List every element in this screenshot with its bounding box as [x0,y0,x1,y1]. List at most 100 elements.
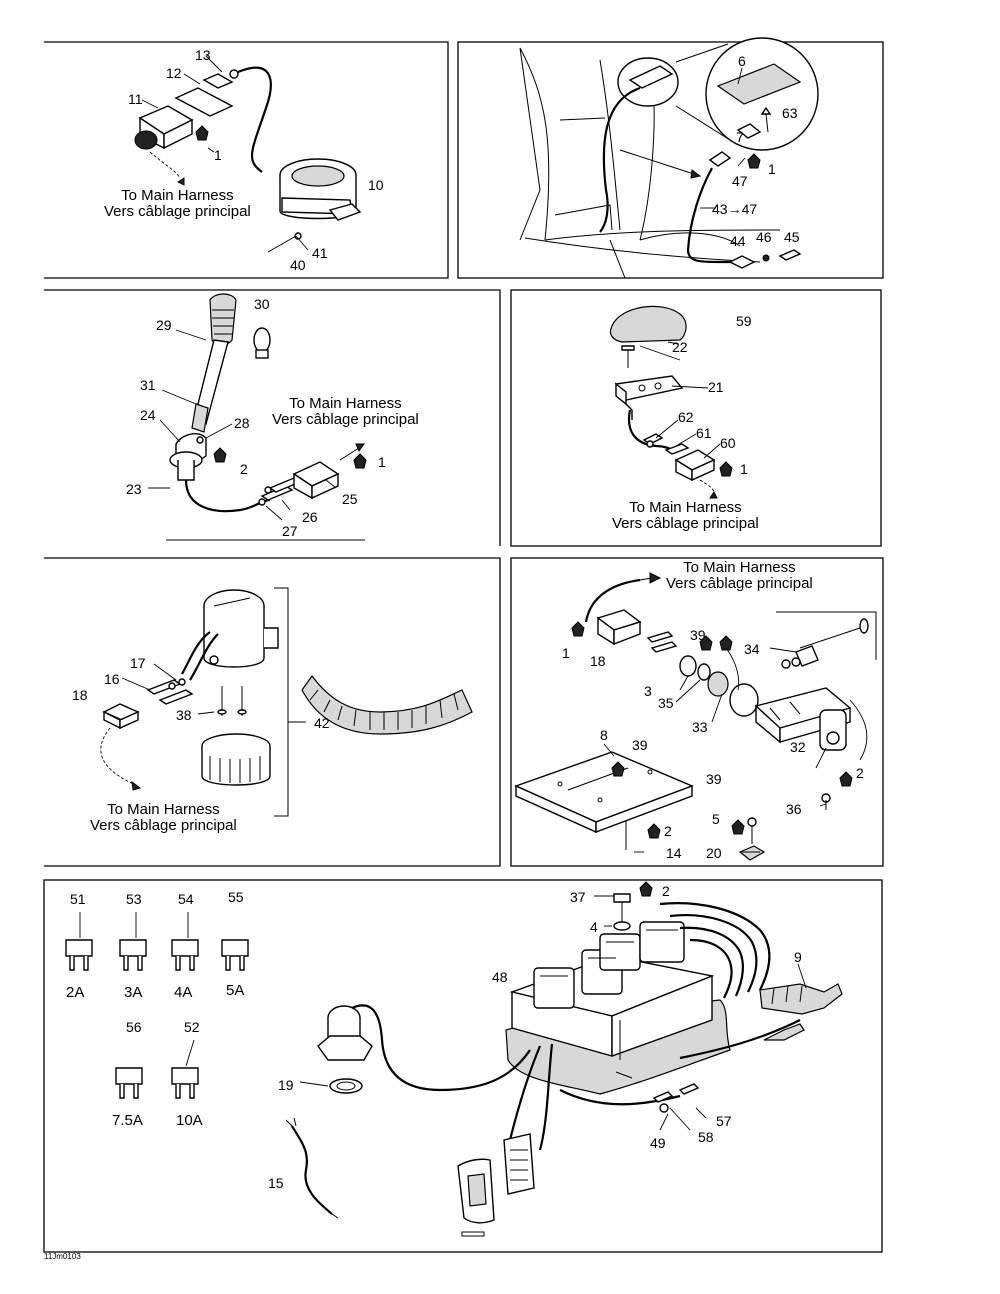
callout-47: 47 [732,173,748,189]
panel3-art [148,293,367,521]
callout-59: 59 [736,313,752,329]
callout-1-p4: 1 [740,461,748,477]
p4-harness-fr: Vers câblage principal [612,515,759,532]
p3-harness-label: To Main Harness Vers câblage principal [272,396,419,428]
p5-harness-en: To Main Harness [107,801,220,818]
callout-25: 25 [342,491,358,507]
callout-44: 44 [730,233,746,249]
callout-39-b: 39 [632,737,648,753]
callout-23: 23 [126,481,142,497]
panel7-art [65,881,843,1237]
callout-32: 32 [790,739,806,755]
callout-5: 5 [712,811,720,827]
callout-37: 37 [570,889,586,905]
callout-36: 36 [786,801,802,817]
fuse-number-52: 52 [184,1019,200,1035]
panel5-art [100,587,473,817]
callout-39-c: 39 [706,771,722,787]
callout-39-a: 39 [690,627,706,643]
callout-11: 11 [128,91,143,107]
p5-harness-fr: Vers câblage principal [90,817,237,834]
callout-2-p6a: 2 [856,765,864,781]
p1-harness-fr: Vers câblage principal [104,203,251,220]
panel4-art [609,305,733,499]
fuse-number-55: 55 [228,889,244,905]
callout-1: 1 [214,147,222,163]
callout-20: 20 [706,845,722,861]
panel-frames [43,41,884,1253]
callout-63: 63 [782,105,798,121]
fuse-number-54: 54 [178,891,194,907]
fuse-rating-10a: 10A [176,1112,203,1129]
callout-1-p3: 1 [378,454,386,470]
callout-1-p2: 1 [768,161,776,177]
callout-2-p7: 2 [662,883,670,899]
callout-31: 31 [140,377,156,393]
callout-29: 29 [156,317,172,333]
callout-42: 42 [314,715,330,731]
fuse-rating-7-5a: 7.5A [112,1112,143,1129]
callout-49: 49 [650,1135,666,1151]
callout-9: 9 [794,949,802,965]
callout-48: 48 [492,969,508,985]
callout-45: 45 [784,229,800,245]
drawing-code: 11Jm0103 [44,1252,81,1261]
panel-frame-p5 [44,557,501,867]
callout-14: 14 [666,845,682,861]
callout-18-p6: 18 [590,653,606,669]
callout-26: 26 [302,509,318,525]
p5-harness-label: To Main Harness Vers câblage principal [90,802,237,834]
panel-frame-p2 [457,41,884,279]
callout-2-p3: 2 [240,461,248,477]
callout-12: 12 [166,65,182,81]
callout-40: 40 [290,257,306,273]
callout-19: 19 [278,1077,294,1093]
panel6-art [514,572,877,861]
callout-1-p6: 1 [562,645,570,661]
callout-17: 17 [130,655,146,671]
callout-24: 24 [140,407,156,423]
callout-35: 35 [658,695,674,711]
panel1-art [134,55,362,253]
p3-harness-fr: Vers câblage principal [272,411,419,428]
callout-30: 30 [254,296,270,312]
p1-harness-label: To Main Harness Vers câblage principal [104,188,251,220]
fuse-rating-4a: 4A [174,984,193,1001]
callout-6: 6 [738,53,746,69]
fuse-icons [65,912,249,1099]
panel-frame-p3 [44,289,501,546]
callout-61: 61 [696,425,712,441]
fuse-rating-5a: 5A [226,982,245,999]
callout-13: 13 [195,47,211,63]
callout-28: 28 [234,415,250,431]
callout-58: 58 [698,1129,714,1145]
callout-3: 3 [644,683,652,699]
callout-18-p5: 18 [72,687,88,703]
callout-7: 7 [736,129,744,145]
callout-27: 27 [282,523,298,539]
callout-62: 62 [678,409,694,425]
callout-21: 21 [708,379,724,395]
callout-43-47: 43→47 [712,201,758,217]
fuse-number-56: 56 [126,1019,142,1035]
callout-4: 4 [590,919,598,935]
panel-frame-p4 [510,289,882,547]
p6-harness-en: To Main Harness [683,559,796,576]
callout-2-p6b: 2 [664,823,672,839]
p4-harness-label: To Main Harness Vers câblage principal [612,500,759,532]
fuse-rating-2a: 2A [66,984,85,1001]
p3-harness-en: To Main Harness [289,395,402,412]
panel-frame-p6 [510,557,884,867]
callout-22: 22 [672,339,688,355]
p6-harness-label: To Main Harness Vers câblage principal [666,560,813,592]
callout-57: 57 [716,1113,732,1129]
callout-33: 33 [692,719,708,735]
callout-34: 34 [744,641,760,657]
callout-15: 15 [268,1175,284,1191]
p1-harness-en: To Main Harness [121,187,234,204]
fuse-rating-3a: 3A [124,984,143,1001]
fuse-number-53: 53 [126,891,142,907]
panel-frame-p1 [44,41,449,279]
callout-16: 16 [104,671,120,687]
